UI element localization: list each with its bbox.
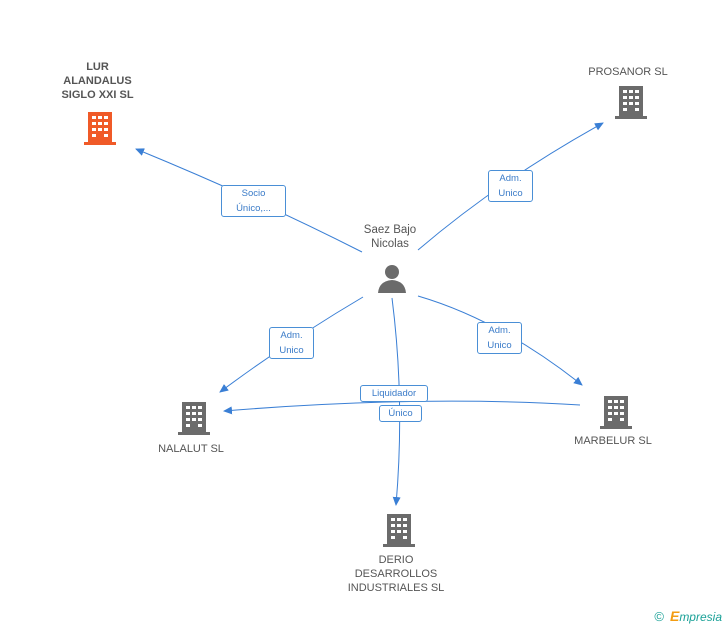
person-name[interactable]: Saez Bajo Nicolas (363, 224, 417, 250)
edge-label-prosanor[interactable]: Adm. Unico (488, 170, 533, 202)
empresia-logo[interactable]: © Empresia (654, 608, 722, 624)
edge-label-derio-b[interactable]: Único (379, 405, 422, 422)
company-lur-name[interactable]: LUR ALANDALUS SIGLO XXI SL (61, 61, 134, 101)
edge-label-marbelur[interactable]: Adm. Unico (477, 322, 522, 354)
company-derio-name[interactable]: DERIO DESARROLLOS INDUSTRIALES SL (347, 554, 445, 594)
building-icon-nalalut[interactable] (178, 400, 210, 436)
edge-label-nalalut[interactable]: Adm. Unico (269, 327, 314, 359)
brand-name: mpresia (679, 610, 722, 624)
building-icon-lur[interactable] (84, 110, 116, 146)
building-icon-marbelur[interactable] (600, 394, 632, 430)
company-nalalut-name[interactable]: NALALUT SL (158, 443, 224, 455)
brand-initial: E (669, 608, 680, 624)
edge-label-derio-a[interactable]: Liquidador (360, 385, 428, 402)
copyright-icon: © (654, 609, 664, 624)
company-marbelur-name[interactable]: MARBELUR SL (574, 435, 652, 447)
building-icon-prosanor[interactable] (615, 84, 647, 120)
person-icon[interactable] (377, 263, 407, 293)
company-prosanor-name[interactable]: PROSANOR SL (588, 66, 668, 78)
edge-label-lur[interactable]: Socio Único,... (221, 185, 286, 217)
building-icon-derio[interactable] (383, 512, 415, 548)
